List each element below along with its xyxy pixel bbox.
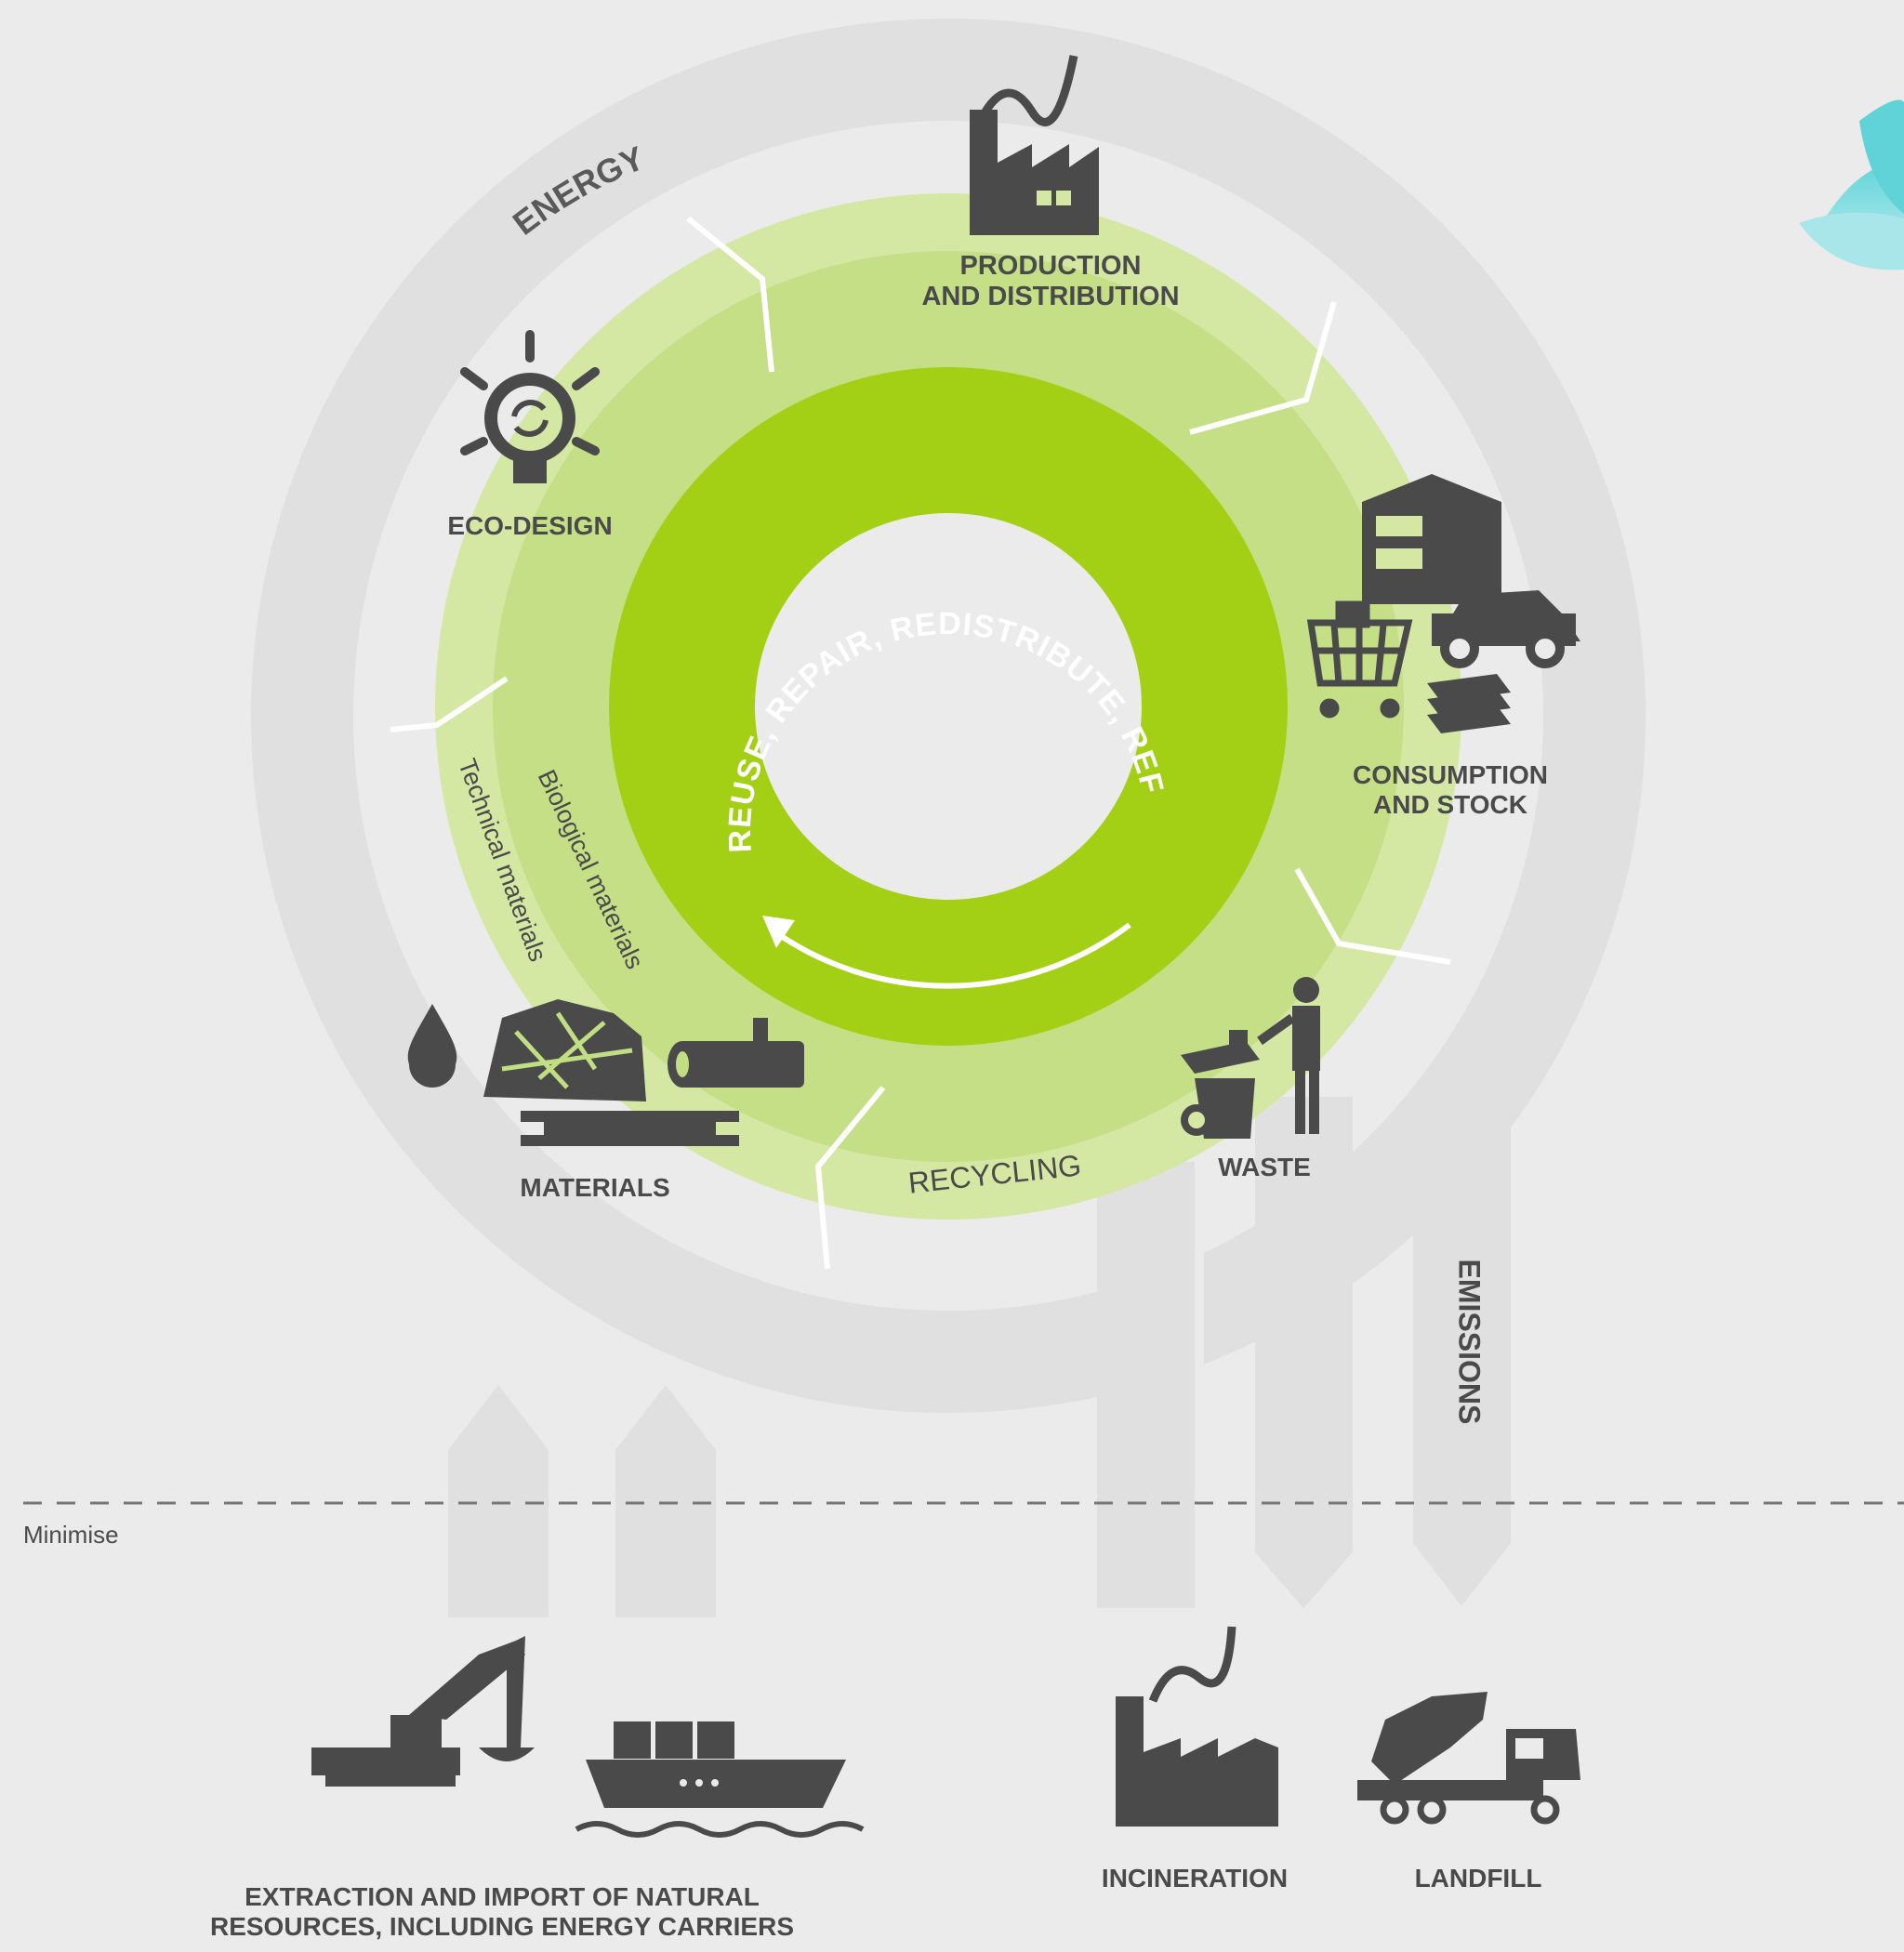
extraction-label: EXTRACTION AND IMPORT OF NATURAL RESOURC… xyxy=(186,1882,818,1942)
dump-truck-icon xyxy=(1357,1692,1580,1825)
excavator-icon xyxy=(311,1636,535,1787)
incinerator-icon xyxy=(1116,1626,1278,1827)
banknotes-icon xyxy=(1427,674,1511,733)
production-label-line2: AND DISTRIBUTION xyxy=(921,282,1180,312)
waste-label: WASTE xyxy=(1218,1153,1311,1181)
landfill-label: LANDFILL xyxy=(1414,1864,1542,1893)
incineration-label: INCINERATION xyxy=(1101,1864,1289,1893)
emissions-label: EMISSIONS xyxy=(1452,1259,1487,1425)
minimise-label: Minimise xyxy=(23,1521,119,1549)
factory-icon xyxy=(970,55,1099,235)
extraction-label-line1: EXTRACTION AND IMPORT OF NATURAL xyxy=(245,1882,760,1911)
consumption-label: CONSUMPTION AND STOCK xyxy=(1311,760,1590,820)
lotus-logo-icon xyxy=(1799,99,1904,270)
lifecycle-ring xyxy=(390,193,1461,1270)
consumption-label-line2: AND STOCK xyxy=(1373,790,1527,820)
shopping-cart-icon xyxy=(1306,600,1413,719)
cargo-ship-icon xyxy=(575,1721,865,1838)
person-with-bin-icon xyxy=(1181,977,1320,1139)
car-icon xyxy=(1432,590,1580,668)
steel-beam-icon xyxy=(521,1111,739,1146)
consumption-label-line1: CONSUMPTION xyxy=(1353,760,1548,789)
house-icon xyxy=(1362,474,1501,604)
energy-band xyxy=(251,19,1646,1617)
production-label: PRODUCTION AND DISTRIBUTION xyxy=(837,251,1264,313)
ore-pile-icon xyxy=(483,999,646,1101)
materials-label: MATERIALS xyxy=(520,1173,670,1202)
oil-drop-icon xyxy=(407,1004,457,1088)
lightbulb-icon xyxy=(460,330,600,483)
log-icon xyxy=(668,1018,804,1088)
extraction-label-line2: RESOURCES, INCLUDING ENERGY CARRIERS xyxy=(209,1912,794,1942)
eco-design-label: ECO-DESIGN xyxy=(447,511,613,540)
production-label-line1: PRODUCTION xyxy=(959,251,1142,281)
